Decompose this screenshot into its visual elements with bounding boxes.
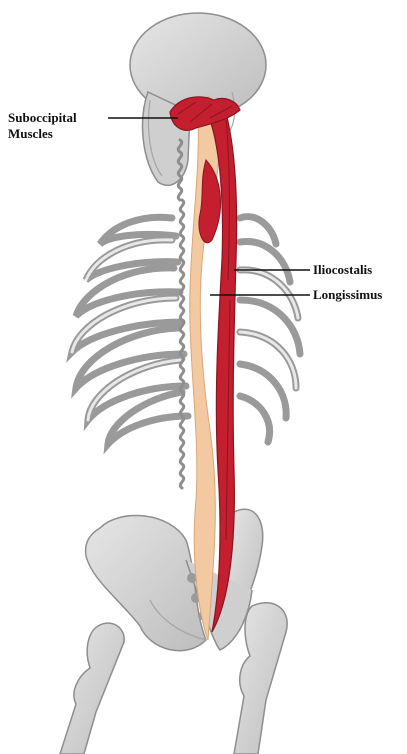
iliocostalis-label: Iliocostalis (313, 262, 372, 278)
suboccipital-label-line1: Suboccipital (8, 110, 77, 126)
spine-column (180, 200, 183, 488)
suboccipital-muscles (170, 97, 240, 130)
suboccipital-label-line2: Muscles (8, 126, 77, 142)
rib-cage (72, 217, 300, 444)
longissimus-label: Longissimus (313, 287, 382, 303)
suboccipital-label: Suboccipital Muscles (8, 110, 77, 142)
